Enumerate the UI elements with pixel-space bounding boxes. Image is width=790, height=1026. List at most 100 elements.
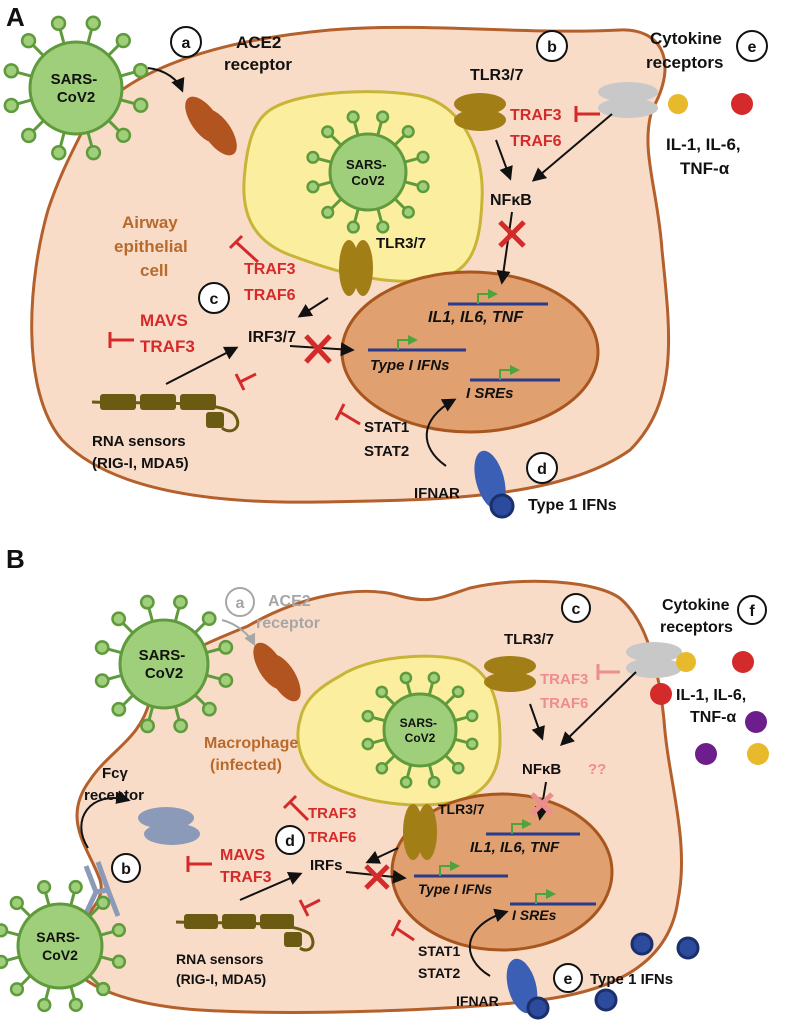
virus-spike: [372, 737, 386, 745]
virus-spike-tip: [201, 701, 217, 717]
virus-spike: [173, 606, 181, 622]
marker-e-a: e: [736, 30, 768, 62]
virus-spike-tip: [94, 673, 110, 689]
svg-text:c: c: [572, 601, 581, 618]
virus-spike-tip: [306, 150, 320, 164]
virus-spike: [384, 694, 396, 706]
cytokines-label-a: IL-1, IL-6, TNF-α: [666, 135, 745, 178]
traf6-mid-a: TRAF6: [244, 287, 296, 304]
traf3-mid-a: TRAF3: [244, 261, 296, 278]
virus-bottom-b: [0, 879, 127, 1013]
cytokine-dot: [745, 711, 767, 733]
virus-spike: [454, 737, 468, 745]
virus-spike: [317, 180, 332, 187]
cytokine-dot: [676, 652, 696, 672]
genes-inflam-a: IL1, IL6, TNF: [428, 309, 524, 326]
traf3-mid-b: TRAF3: [308, 805, 356, 822]
virus-spike-tip: [3, 97, 20, 114]
cell-label-b: Macrophage (infected): [204, 735, 303, 774]
virus-top-b: [94, 594, 234, 734]
virus-spike-tip: [346, 110, 360, 124]
virus-spike: [405, 682, 413, 696]
cytokine-dot: [732, 651, 754, 673]
marker-b-b: b: [111, 853, 141, 883]
marker-f-b: f: [737, 595, 767, 625]
virus-spike-tip: [0, 954, 9, 970]
virus-spike: [193, 621, 207, 634]
marker-a-b: a: [225, 587, 255, 617]
tlr-top-a: [454, 93, 506, 131]
tlr-mid-label-b: TLR3/7: [438, 801, 485, 817]
virus-spike: [5, 930, 20, 937]
traf3-left-a: TRAF3: [140, 337, 195, 356]
virus-spike-tip: [21, 127, 37, 144]
virus-spike-tip: [36, 879, 52, 895]
svg-text:e: e: [748, 39, 757, 56]
virus-spike: [376, 121, 383, 136]
rna-sensors-label-b: RNA sensors (RIG-I, MDA5): [176, 951, 267, 987]
virus-spike: [427, 764, 435, 778]
virus-spike-tip: [9, 982, 25, 997]
marker-c-a: c: [198, 282, 230, 314]
svg-text:b: b: [547, 39, 557, 56]
virus-spike-tip: [139, 594, 155, 610]
ace2-arrow-b: [221, 619, 256, 647]
virus-spike-tip: [51, 145, 67, 161]
rna-sensors-label-a: RNA sensors (RIG-I, MDA5): [92, 433, 190, 472]
virus-spike-tip: [85, 144, 102, 161]
virus-spike-tip: [218, 639, 234, 655]
traf3-top-b: TRAF3: [540, 671, 588, 688]
cytokine-receptors-label-b: Cytokine receptors: [660, 597, 734, 636]
virus-body: [118, 618, 210, 710]
panel-b-label: B: [6, 544, 25, 574]
virus-spike-tip: [465, 737, 479, 751]
panel-b: B: [0, 544, 769, 1020]
virus-spike-tip: [111, 954, 127, 969]
irf-label-a: IRF3/7: [248, 329, 296, 346]
virus-spike: [404, 180, 419, 187]
virus-spike-tip: [465, 709, 479, 723]
virus-spike: [174, 706, 181, 722]
rna-sensor-a: [91, 394, 240, 433]
virus-spike: [330, 197, 343, 210]
ace2-receptor-a: [185, 96, 237, 156]
virus-spike-tip: [399, 775, 413, 789]
virus-spike-tip: [95, 895, 111, 910]
virus-spike-tip: [115, 127, 132, 143]
virus-body: [328, 132, 408, 212]
virus-spike: [384, 754, 396, 766]
genes-isre-a: I SREs: [466, 385, 514, 402]
rna-sensor-b: [175, 914, 315, 952]
genes-ifn-b: Type I IFNs: [418, 881, 492, 897]
virus-spike-tip: [20, 33, 37, 49]
virus-spike: [353, 208, 360, 223]
virus-spike: [444, 694, 456, 706]
virus-spike-tip: [321, 205, 335, 219]
block-x-b: [364, 792, 554, 890]
arrows-b: [80, 671, 637, 977]
genes-isre-b: I SREs: [512, 907, 557, 923]
inhibitions-b: [186, 794, 415, 942]
virus-bottom-label-b: SARS- CoV2: [36, 929, 83, 963]
ace2-receptor-b: [253, 642, 301, 702]
traf6-mid-b: TRAF6: [308, 829, 356, 846]
virus-spike-tip: [132, 62, 149, 79]
marker-b-a: b: [536, 30, 568, 62]
cytokine-receptors-label-a: Cytokine receptors: [646, 29, 727, 72]
virus-spike-tip: [401, 125, 415, 139]
virus-spike: [353, 121, 360, 136]
traf3-left-b: TRAF3: [220, 869, 272, 886]
virus-spike-tip: [140, 718, 155, 734]
cytokine-receptor-b: [626, 642, 769, 765]
virus-spike: [206, 647, 222, 654]
virus-spike-tip: [50, 15, 67, 32]
virus-spike-tip: [416, 180, 430, 194]
svg-text:a: a: [236, 595, 245, 612]
virus-spike: [69, 986, 77, 1001]
gene-lines-a: [368, 289, 560, 382]
virus-spike-tip: [173, 594, 188, 610]
virus-spike: [454, 715, 468, 723]
stat-label-b: STAT1 STAT2: [418, 943, 464, 981]
virus-spike-tip: [321, 125, 335, 139]
cell-label-a: Airway epithelial cell: [114, 213, 192, 280]
